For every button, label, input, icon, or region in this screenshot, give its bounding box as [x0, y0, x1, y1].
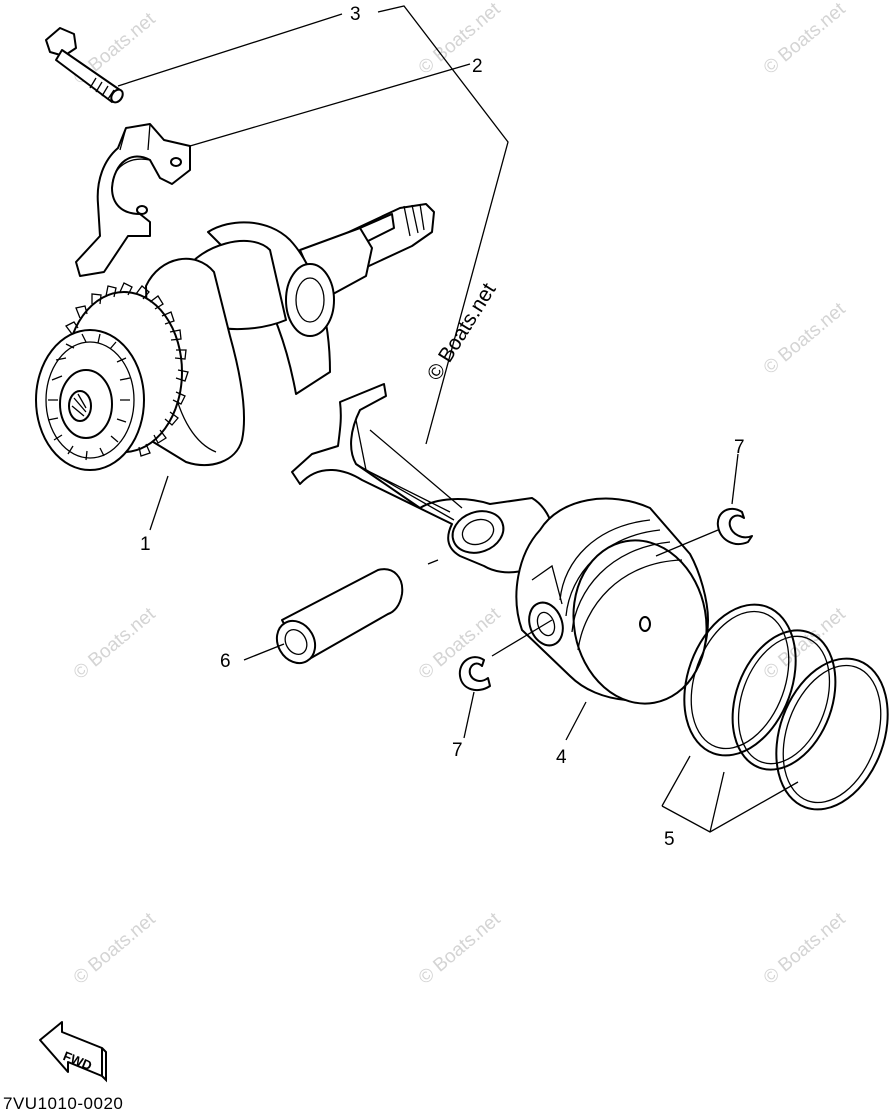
callout-7-upper: 7 — [734, 437, 745, 458]
watermark: © Boats.net — [70, 603, 160, 684]
callout-4: 4 — [556, 747, 567, 768]
watermark: © Boats.net — [760, 298, 850, 379]
circlip-part-7-upper — [716, 507, 753, 545]
leader-lines — [117, 5, 799, 833]
callout-labels: 1 2 3 4 5 6 7 7 — [140, 4, 745, 850]
rod-cap-part-2 — [75, 123, 191, 277]
fwd-arrow-icon: FWD — [39, 1021, 107, 1083]
watermark: © Boats.net — [760, 603, 850, 684]
callout-1: 1 — [140, 534, 151, 555]
diagram-code: 7VU1010-0020 — [3, 1094, 124, 1113]
piston-part-4 — [515, 497, 709, 705]
piston-rings-part-5 — [683, 603, 889, 811]
watermark: © Boats.net — [760, 0, 850, 79]
callout-6: 6 — [220, 651, 231, 672]
callout-5: 5 — [664, 829, 675, 850]
connecting-rod — [291, 383, 555, 574]
callout-2: 2 — [472, 56, 483, 77]
bolt-part-3 — [45, 27, 124, 104]
crankshaft-part-1 — [35, 203, 435, 471]
watermark: © Boats.net — [415, 908, 505, 989]
watermark-main: © Boats.net — [423, 279, 501, 385]
callout-7-lower: 7 — [452, 740, 463, 761]
circlip-part-7-lower — [458, 656, 491, 692]
watermark: © Boats.net — [760, 908, 850, 989]
piston-pin-part-6 — [275, 568, 404, 665]
callout-3: 3 — [350, 4, 361, 25]
watermark: © Boats.net — [70, 908, 160, 989]
